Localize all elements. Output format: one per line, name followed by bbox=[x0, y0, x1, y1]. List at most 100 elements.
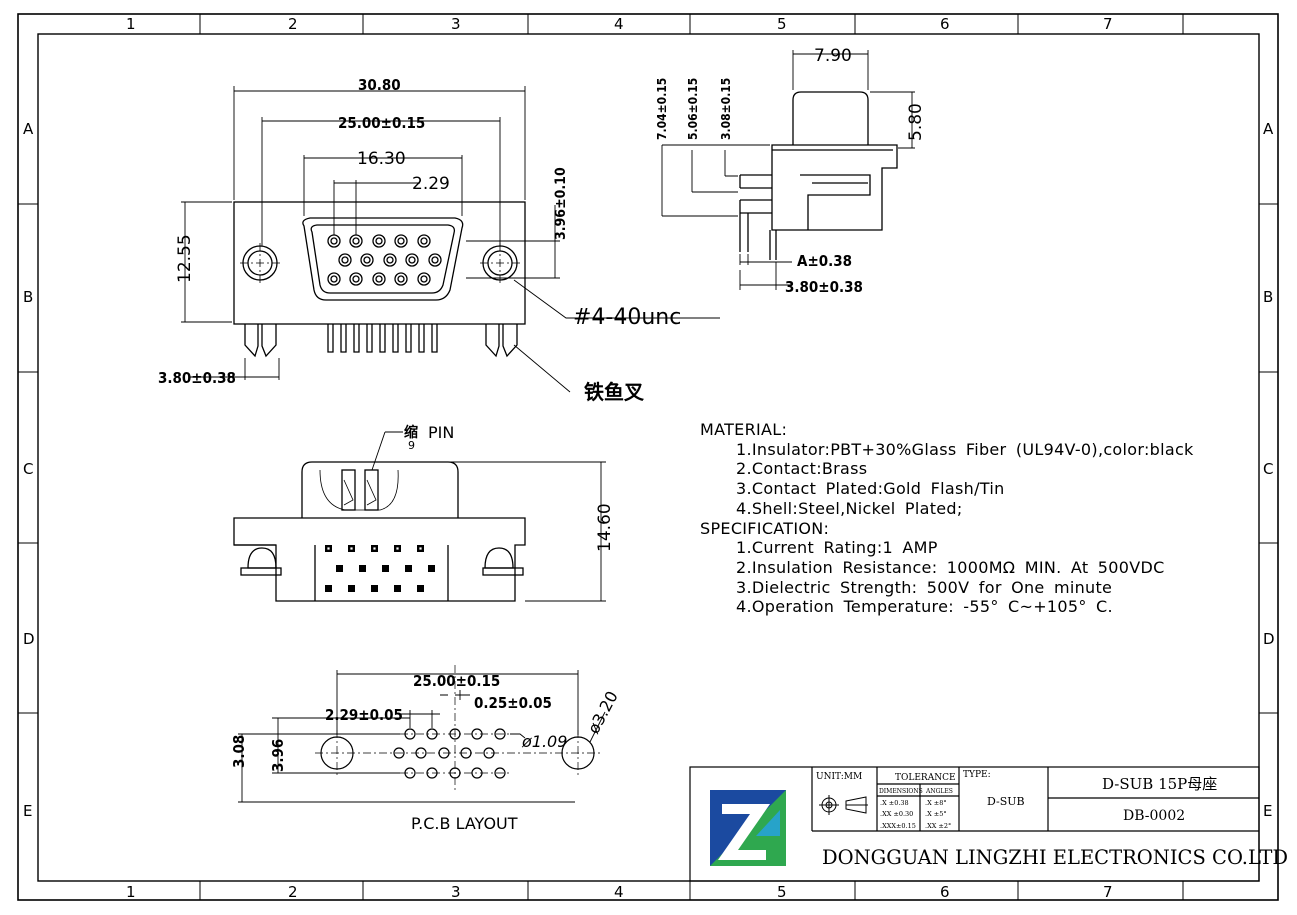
pcb-dim-spacing: 25.00±0.15 bbox=[413, 672, 500, 690]
col-label: 2 bbox=[288, 15, 298, 33]
front-pins bbox=[327, 234, 442, 286]
spec-title: SPECIFICATION: bbox=[700, 518, 830, 538]
title-block-text: UNIT:MM TOLERANCE DIMENSIONS ANGLES .X ±… bbox=[816, 770, 1288, 869]
col-label: 6 bbox=[940, 883, 950, 901]
material-title: MATERIAL: bbox=[700, 420, 788, 439]
front-legs bbox=[244, 324, 518, 358]
col-label: 1 bbox=[126, 883, 136, 901]
tol-angle-row: .X ±8° bbox=[925, 799, 947, 807]
dim-a: 7.04±0.15 bbox=[655, 78, 669, 140]
tolerance-title: TOLERANCE bbox=[895, 773, 956, 783]
dim-height: 12.55 bbox=[175, 234, 195, 283]
material-item: 2.Contact:Brass bbox=[736, 459, 868, 479]
row-label: B bbox=[23, 288, 33, 306]
col-label: 2 bbox=[288, 883, 298, 901]
zone-labels: 1 2 3 4 5 6 7 1 2 3 4 5 6 7 A B C D E A … bbox=[23, 15, 1275, 901]
logo-accent bbox=[756, 810, 780, 836]
logo bbox=[710, 790, 786, 866]
col-label: 5 bbox=[777, 883, 787, 901]
label-pin-num: 9 bbox=[408, 439, 415, 452]
col-label: 4 bbox=[614, 15, 624, 33]
top-pins bbox=[325, 545, 435, 592]
pcb-pin-holes bbox=[393, 728, 506, 779]
part-name: D-SUB 15P母座 bbox=[1102, 775, 1217, 793]
tol-ang-header: ANGLES bbox=[925, 788, 953, 795]
row-label: B bbox=[1263, 288, 1273, 306]
spec-item: 2.Insulation Resistance: 1000MΩ MIN. At … bbox=[736, 557, 1165, 577]
side-dimensions bbox=[661, 50, 915, 290]
top-view bbox=[233, 461, 526, 602]
projection-symbol bbox=[819, 795, 868, 815]
col-label: 4 bbox=[614, 883, 624, 901]
row-label: C bbox=[1263, 460, 1273, 478]
row-label: D bbox=[1263, 630, 1275, 648]
pcb-dim-mount-hole: ø3.20 bbox=[584, 688, 622, 737]
front-view bbox=[233, 201, 526, 358]
spec-item: 4.Operation Temperature: -55° C~+105° C. bbox=[736, 597, 1113, 617]
tol-angle-row: .XX ±2° bbox=[925, 822, 951, 830]
spec-item: 3.Dielectric Strength: 500V for One minu… bbox=[736, 577, 1113, 597]
pcb-dim-row2: 3.96 bbox=[269, 739, 287, 772]
tol-angle-row: .X ±5° bbox=[925, 810, 947, 818]
pcb-dim-pitch: 2.29±0.05 bbox=[325, 706, 403, 724]
material-item: 3.Contact Plated:Gold Flash/Tin bbox=[736, 479, 1005, 499]
tol-dim-header: DIMENSIONS bbox=[879, 788, 923, 795]
pcb-dim-row1: 3.08 bbox=[230, 735, 248, 768]
col-label: 5 bbox=[777, 15, 787, 33]
unit-label: UNIT:MM bbox=[816, 772, 862, 782]
dim-pin-pitch: 2.29 bbox=[412, 174, 450, 194]
label-pin: PIN bbox=[428, 423, 454, 442]
part-number: DB-0002 bbox=[1123, 808, 1185, 824]
front-d-shell bbox=[302, 217, 464, 301]
logo-mark bbox=[718, 804, 770, 860]
pcb-dim-offset: 0.25±0.05 bbox=[474, 694, 552, 712]
col-label: 6 bbox=[940, 15, 950, 33]
col-label: 7 bbox=[1103, 15, 1113, 33]
row-label: D bbox=[23, 630, 35, 648]
col-label: 3 bbox=[451, 15, 461, 33]
title-block bbox=[689, 766, 1260, 882]
dim-overall-width: 30.80 bbox=[358, 76, 401, 94]
label-pin-cn: 缩 bbox=[404, 424, 418, 441]
row-label: A bbox=[23, 120, 34, 138]
tol-dim-row: .XX ±0.30 bbox=[880, 810, 913, 818]
dim-c: 3.08±0.15 bbox=[719, 78, 733, 140]
notes-block: MATERIAL: 1.Insulator:PBT+30%Glass Fiber… bbox=[700, 420, 1260, 617]
spec-item: 1.Current Rating:1 AMP bbox=[736, 538, 938, 558]
pcb-layout bbox=[315, 665, 600, 790]
col-label: 1 bbox=[126, 15, 136, 33]
callout-thread: #4-40unc bbox=[573, 305, 681, 330]
dim-depth: 14.60 bbox=[595, 503, 615, 552]
top-dimension-labels: 缩 PIN 9 14.60 bbox=[404, 423, 615, 552]
pcb-caption: P.C.B LAYOUT bbox=[411, 814, 518, 833]
dim-pin-len: 3.80±0.38 bbox=[785, 278, 863, 296]
col-label: 7 bbox=[1103, 883, 1113, 901]
material-item: 1.Insulator:PBT+30%Glass Fiber (UL94V-0)… bbox=[736, 439, 1194, 459]
dim-pin-a: A±0.38 bbox=[797, 252, 852, 270]
row-label: E bbox=[23, 802, 32, 820]
front-dimensions bbox=[181, 86, 720, 393]
row-label: E bbox=[1263, 802, 1272, 820]
type-label: TYPE: bbox=[963, 770, 991, 780]
front-dimension-labels: 30.80 25.00±0.15 16.30 2.29 12.55 3.96±0… bbox=[158, 76, 681, 404]
top-dimensions bbox=[371, 431, 606, 602]
col-label: 3 bbox=[451, 883, 461, 901]
pcb-dim-hole: ø1.09 bbox=[521, 732, 567, 751]
material-item: 4.Shell:Steel,Nickel Plated; bbox=[736, 498, 963, 518]
side-dimension-labels: 7.90 5.80 7.04±0.15 5.06±0.15 3.08±0.15 … bbox=[655, 46, 926, 296]
dim-row-offset: 3.96±0.10 bbox=[553, 167, 569, 240]
row-label: C bbox=[23, 460, 33, 478]
dim-shell-depth: 7.90 bbox=[814, 46, 852, 66]
row-label: A bbox=[1263, 120, 1274, 138]
tol-dim-row: .XXX±0.15 bbox=[880, 822, 916, 830]
dim-mount-spacing: 25.00±0.15 bbox=[338, 114, 425, 132]
pcb-dimensions bbox=[238, 670, 606, 803]
dim-leg: 3.80±0.38 bbox=[158, 369, 236, 387]
company-name: DONGGUAN LINGZHI ELECTRONICS CO.LTD bbox=[822, 846, 1288, 869]
dim-b: 5.06±0.15 bbox=[686, 78, 700, 140]
tol-dim-row: .X ±0.38 bbox=[880, 799, 909, 807]
callout-boardlock: 铁鱼叉 bbox=[584, 380, 645, 404]
side-view bbox=[739, 91, 898, 260]
dim-shell-width: 16.30 bbox=[357, 149, 406, 169]
